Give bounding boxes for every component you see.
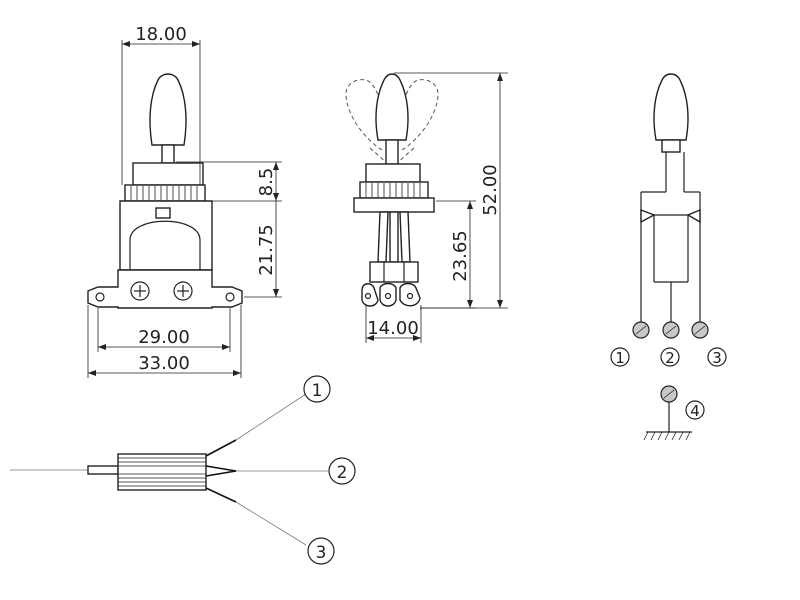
- front-right-ear-hole: [225, 292, 235, 302]
- side-plate: [353, 197, 435, 213]
- side-collar-top: [365, 163, 421, 183]
- schematic-terminal-1-label: 1: [615, 349, 625, 367]
- schematic-ground-label: 4: [690, 402, 700, 420]
- dim-side-body-width-label: 14.00: [367, 318, 419, 339]
- dim-outer-width-label: 33.00: [138, 353, 190, 374]
- blade-terminal-1-callout: 1: [303, 375, 331, 403]
- blade-body: [117, 453, 207, 491]
- dim-total-height-label: 52.00: [480, 164, 501, 216]
- blade-stub: [87, 465, 119, 475]
- front-nut-knurl: [130, 186, 198, 200]
- dim-side-body-width: 14.00: [365, 305, 422, 343]
- blade-terminal-3-callout: 3: [307, 537, 335, 565]
- dim-inner-width: 29.00: [97, 308, 231, 352]
- schematic-lever-tip: [653, 73, 689, 141]
- dim-collar-height: 8.5: [176, 161, 282, 202]
- side-nut-knurl: [365, 183, 421, 197]
- blade-terminal-2-label: 2: [337, 463, 348, 483]
- front-bottom-plate: [87, 269, 243, 309]
- blade-body-lines: [118, 457, 206, 487]
- dim-collar-height-label: 8.5: [256, 168, 277, 197]
- front-bracket-arch: [129, 220, 201, 270]
- side-view: 52.00 23.65 14.00: [345, 72, 508, 343]
- dim-inner-width-label: 29.00: [138, 327, 190, 348]
- dim-top-width: 18.00: [121, 24, 201, 185]
- dim-bracket-height-label: 21.75: [256, 224, 277, 276]
- dim-side-lower-height: 23.65: [420, 200, 476, 309]
- front-right-screw: [173, 281, 193, 301]
- blade-terminal-1-label: 1: [312, 381, 323, 401]
- side-lever-ghost-left: [345, 79, 391, 151]
- front-lever-shaft: [161, 144, 175, 164]
- schematic-view: 1 2 3: [610, 73, 727, 441]
- schematic-terminal-2: 2: [660, 321, 680, 367]
- leader-1: [235, 393, 307, 441]
- front-view: 18.00 8.5 21.75 29.00: [87, 24, 282, 378]
- side-lever-shaft: [385, 139, 399, 165]
- schematic-terminal-3: 3: [691, 321, 727, 367]
- blade-terminal-3-label: 3: [316, 543, 327, 563]
- dim-bracket-height: 21.75: [244, 201, 282, 298]
- blade-contact-2: [205, 465, 237, 477]
- side-terminal-blades: [361, 211, 421, 307]
- schematic-ground: 4: [643, 385, 705, 441]
- front-left-ear-hole: [95, 292, 105, 302]
- blade-terminal-2-callout: 2: [328, 457, 356, 485]
- schematic-terminal-3-label: 3: [712, 349, 722, 367]
- front-left-screw: [130, 281, 150, 301]
- front-lever-tip: [149, 73, 187, 146]
- blade-detail-view: 1 2 3: [10, 375, 356, 565]
- blade-contact-1: [205, 439, 237, 457]
- ground-hatch: [643, 431, 691, 441]
- dim-side-lower-height-label: 23.65: [450, 230, 471, 282]
- side-lever-ghost-right: [393, 79, 439, 151]
- schematic-terminal-2-label: 2: [665, 349, 675, 367]
- front-collar-top: [132, 162, 204, 186]
- schematic-contact-assembly: [640, 152, 701, 322]
- schematic-lever-shaft: [661, 139, 681, 153]
- front-bracket-slot: [155, 207, 171, 219]
- side-lever-tip: [375, 73, 409, 141]
- dim-top-width-label: 18.00: [135, 24, 187, 45]
- side-nut: [359, 181, 429, 199]
- dim-outer-width: 33.00: [87, 305, 242, 378]
- schematic-terminal-1: 1: [610, 321, 650, 367]
- leader-3: [235, 501, 307, 546]
- blade-contact-3: [205, 487, 237, 503]
